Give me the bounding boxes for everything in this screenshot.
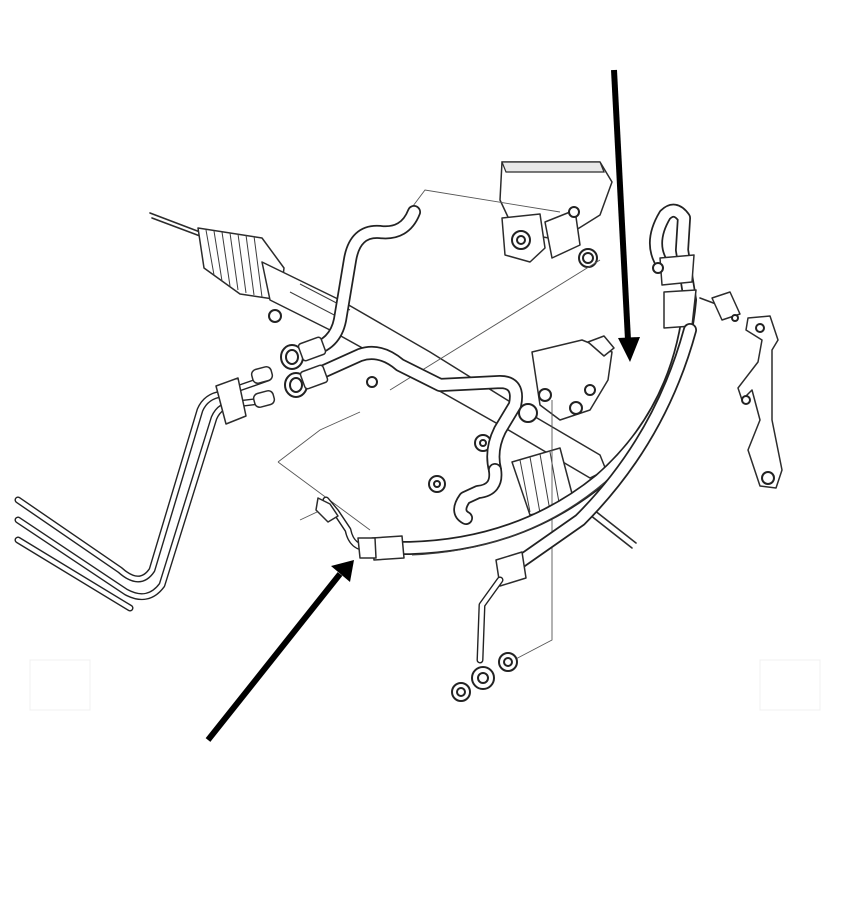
- arrow-down: [611, 69, 640, 362]
- hose-end-fitting: [315, 496, 377, 559]
- hose-couplings: [280, 336, 329, 398]
- power-steering-pump: [499, 161, 613, 268]
- arrow-up-right: [205, 560, 354, 742]
- leader-lines: [277, 189, 601, 663]
- cooler-return-lines: [14, 366, 276, 612]
- sealing-washers: [451, 652, 518, 702]
- mounting-bracket: [699, 291, 783, 489]
- steering-rack: [149, 212, 637, 549]
- lower-pressure-pipe: [451, 323, 697, 702]
- scan-artifacts: [29, 659, 821, 711]
- return-hoses: [280, 205, 523, 525]
